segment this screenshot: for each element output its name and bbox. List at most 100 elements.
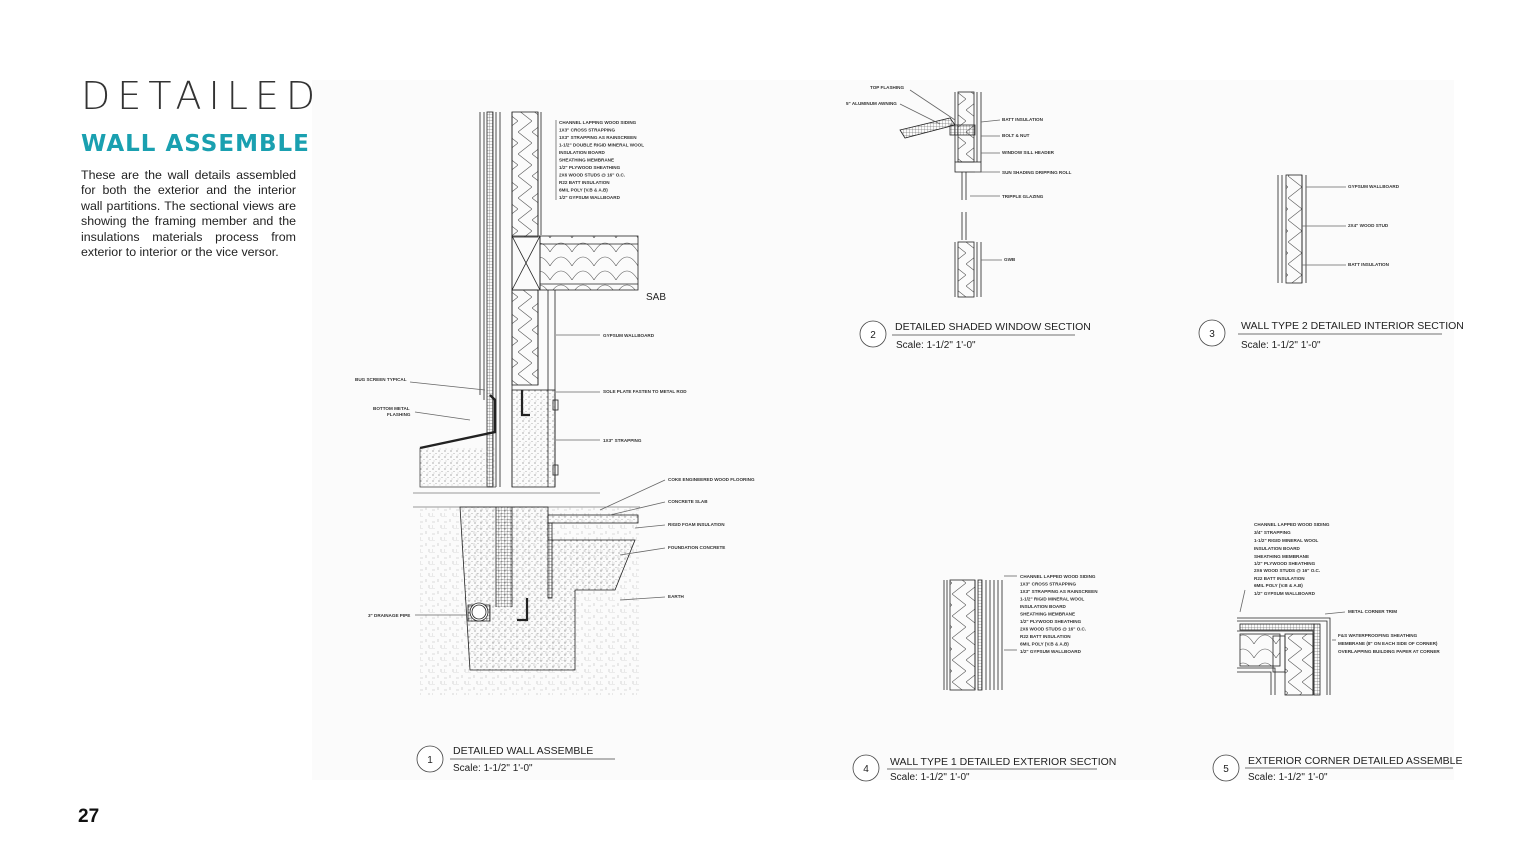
note-d1-bug-screen: BUG SCREEN TYPICAL [355, 377, 407, 382]
note-d1-layer-4: 1-1/2" DOUBLE RIGID MINERAL WOOL [559, 143, 644, 148]
detail-1-caption: 1 DETAILED WALL ASSEMBLE Scale: 1-1/2" 1… [416, 745, 615, 774]
note-d4-layer-7: 1/2" PLYWOOD SHEATHING [1020, 619, 1082, 624]
note-d1-layer-6: SHEATHING MEMBRANE [559, 158, 614, 163]
note-d5-waterproof-1: F&S WATERPROOFING SHEATHING [1338, 633, 1418, 638]
detail-3-caption: 3 WALL TYPE 2 DETAILED INTERIOR SECTION … [1198, 319, 1464, 351]
note-d2-gwb: GWB [1004, 257, 1016, 262]
note-d2-header: WINDOW SILL HEADER [1002, 150, 1055, 155]
note-d4-layer-6: SHEATHING MEMBRANE [1020, 612, 1075, 617]
detail-2-scale: Scale: 1-1/2" 1'-0" [896, 340, 976, 351]
note-d2-batt: BATT INSULATION [1002, 117, 1044, 122]
detail-1-title: DETAILED WALL ASSEMBLE [453, 745, 593, 757]
detail-5-scale: Scale: 1-1/2" 1'-0" [1248, 772, 1328, 783]
note-d4-layer-11: 1/2" GYPSUM WALLBOARD [1020, 649, 1082, 654]
detail-3-scale: Scale: 1-1/2" 1'-0" [1241, 340, 1321, 351]
note-d4-layer-10: 6MIL POLY (V.B & A.B) [1020, 642, 1069, 647]
note-d1-floor-2: CONCRETE SLAB [668, 499, 708, 504]
note-d5-layer-2: 3/4" STRAPPING [1254, 530, 1291, 535]
note-d1-layer-5: INSULATION BOARD [559, 150, 606, 155]
detail-3-drawing [1277, 174, 1346, 284]
detail-4-notes: CHANNEL LAPPED WOOD SIDING 1X3" CROSS ST… [1020, 574, 1098, 654]
note-d1-floor-4: FOUNDATION CONCRETE [668, 545, 725, 550]
note-d1-strapping: 1X3" STRAPPING [603, 438, 642, 443]
note-d3-gypsum: GYPSUM WALLBOARD [1348, 184, 1400, 189]
note-d1-layer-8: 2X6 WOOD STUDS @ 16" O.C. [559, 173, 625, 178]
detail-2-drawing [899, 89, 1002, 298]
note-d4-layer-8: 2X6 WOOD STUDS @ 16" O.C. [1020, 627, 1086, 632]
detail-1-bubble [416, 745, 444, 773]
note-d1-floor-1: COKE ENGINEERED WOOD FLOORING [668, 477, 755, 482]
detail-2-bubble [859, 320, 887, 348]
detail-5-number: 5 [1223, 764, 1229, 775]
note-d4-layer-2: 1X3" CROSS STRAPPING [1020, 582, 1076, 587]
detail-5-title: EXTERIOR CORNER DETAILED ASSEMBLE [1248, 755, 1463, 767]
detail-2-number: 2 [870, 330, 876, 341]
detail-4-bubble [852, 754, 880, 782]
note-d5-layer-7: 2X6 WOOD STUDS @ 16" O.C. [1254, 568, 1320, 573]
note-d1-layer-11: 1/2" GYPSUM WALLBOARD [559, 195, 621, 200]
note-d2-bolt: BOLT & NUT [1002, 133, 1030, 138]
note-d5-layer-1: CHANNEL LAPPED WOOD SIDING [1254, 522, 1330, 527]
note-d1-gypsum: GYPSUM WALLBOARD [603, 333, 655, 338]
detail-4-title: WALL TYPE 1 DETAILED EXTERIOR SECTION [890, 756, 1116, 768]
detail-2-title: DETAILED SHADED WINDOW SECTION [895, 321, 1091, 333]
page-title-light: DETAILED [81, 74, 323, 118]
detail-5-drawing [1237, 589, 1346, 696]
note-d5-corner-trim: METAL CORNER TRIM [1348, 609, 1397, 614]
note-d1-floor-3: RIGID FOAM INSULATION [668, 522, 725, 527]
detail-1-number: 1 [427, 755, 433, 766]
note-d1-sab: SAB [646, 292, 666, 303]
note-d5-layer-8: R22 BATT INSULATION [1254, 576, 1305, 581]
note-d5-layer-6: 1/2" PLYWOOD SHEATHING [1254, 561, 1316, 566]
note-d1-layer-1: CHANNEL LAPPING WOOD SIDING [559, 120, 637, 125]
note-d5-layer-5: SHEATHING MEMBRANE [1254, 554, 1309, 559]
note-d5-layer-4: INSULATION BOARD [1254, 546, 1301, 551]
note-d4-layer-4: 1-1/2" RIGID MINERAL WOOL [1020, 597, 1085, 602]
note-d4-layer-9: R22 BATT INSULATION [1020, 634, 1071, 639]
detail-5-caption: 5 EXTERIOR CORNER DETAILED ASSEMBLE Scal… [1212, 754, 1463, 783]
detail-4-number: 4 [863, 764, 869, 775]
detail-2-caption: 2 DETAILED SHADED WINDOW SECTION Scale: … [859, 320, 1091, 351]
note-d4-layer-1: CHANNEL LAPPED WOOD SIDING [1020, 574, 1096, 579]
note-d1-sole-plate: SOLE PLATE FASTEN TO METAL ROD [603, 389, 687, 394]
detail-1-scale: Scale: 1-1/2" 1'-0" [453, 763, 533, 774]
note-d1-drain: 3" DRAINAGE PIPE [368, 613, 410, 618]
detail-3-bubble [1198, 319, 1226, 347]
note-d1-bottom-flashing-1: BOTTOM METAL [373, 406, 410, 411]
detail-1-notes: CHANNEL LAPPING WOOD SIDING 1X3" CROSS S… [355, 120, 755, 618]
detail-5-bubble [1212, 754, 1240, 782]
note-d1-layer-7: 1/2" PLYWOOD SHEATHING [559, 165, 621, 170]
note-d1-bottom-flashing-2: FLASHING [387, 412, 411, 417]
note-d4-layer-3: 1X3" STRAPPING AS RAINSCREEN [1020, 589, 1098, 594]
note-d1-floor-5: EARTH [668, 594, 685, 599]
note-d5-layer-3: 1-1/2" RIGID MINERAL WOOL [1254, 538, 1319, 543]
detail-4-scale: Scale: 1-1/2" 1'-0" [890, 772, 970, 783]
page-description: These are the wall details assembled for… [81, 168, 296, 260]
note-d1-layer-10: 6MIL POLY (V.B & A.B) [559, 188, 608, 193]
page-title-bold: WALL ASSEMBLE [81, 131, 310, 157]
detail-5-notes: CHANNEL LAPPED WOOD SIDING 3/4" STRAPPIN… [1254, 522, 1440, 654]
note-d5-layer-9: 6MIL POLY (V.B & A.B) [1254, 583, 1303, 588]
detail-1-drawing [409, 111, 666, 695]
note-d3-batt: BATT INSULATION [1348, 262, 1390, 267]
note-d3-stud: 2X4" WOOD STUD [1348, 223, 1389, 228]
detail-4-drawing [943, 575, 1017, 691]
detail-2-notes: TOP FLASHING 5" ALUMINUM AWNING BATT INS… [846, 85, 1072, 262]
detail-4-caption: 4 WALL TYPE 1 DETAILED EXTERIOR SECTION … [852, 754, 1116, 783]
note-d1-layer-9: R22 BATT INSULATION [559, 180, 610, 185]
note-d2-glazing: TRIPPLE GLAZING [1002, 194, 1044, 199]
note-d2-awning: 5" ALUMINUM AWNING [846, 101, 897, 106]
detail-3-number: 3 [1209, 329, 1215, 340]
note-d2-shading: SUN SHADING DRIPPING ROLL [1002, 170, 1072, 175]
note-d5-layer-10: 1/2" GYPSUM WALLBOARD [1254, 591, 1316, 596]
note-d1-layer-2: 1X3" CROSS STRAPPING [559, 128, 615, 133]
page-number: 27 [78, 806, 100, 827]
note-d4-layer-5: INSULATION BOARD [1020, 604, 1067, 609]
detail-3-notes: GYPSUM WALLBOARD 2X4" WOOD STUD BATT INS… [1348, 184, 1400, 267]
note-d5-waterproof-2: MEMBRANE (8" ON EACH SIDE OF CORNER) [1338, 641, 1438, 646]
note-d2-top-flashing: TOP FLASHING [870, 85, 904, 90]
note-d5-waterproof-3: OVERLAPPING BUILDING PAPER AT CORNER [1338, 649, 1440, 654]
detail-3-title: WALL TYPE 2 DETAILED INTERIOR SECTION [1241, 320, 1464, 332]
note-d1-layer-3: 1X3" STRAPPING AS RAINSCREEN [559, 135, 637, 140]
